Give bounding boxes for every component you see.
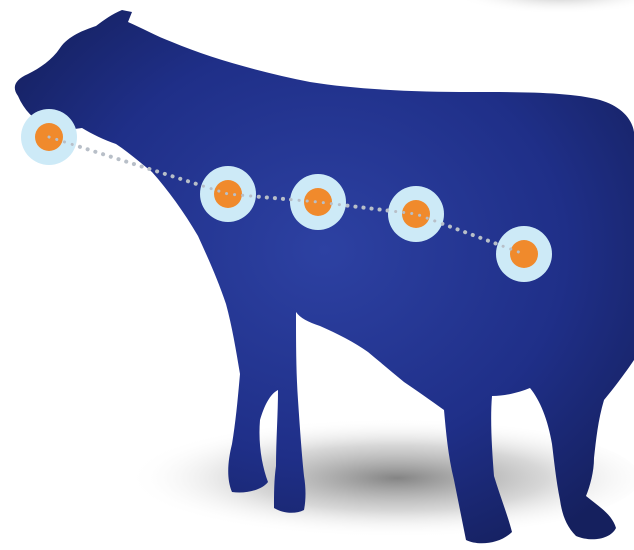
marker-hip: [496, 226, 552, 282]
marker-chest: [290, 174, 346, 230]
top-shadow: [450, 0, 634, 14]
marker-belly: [388, 186, 444, 242]
